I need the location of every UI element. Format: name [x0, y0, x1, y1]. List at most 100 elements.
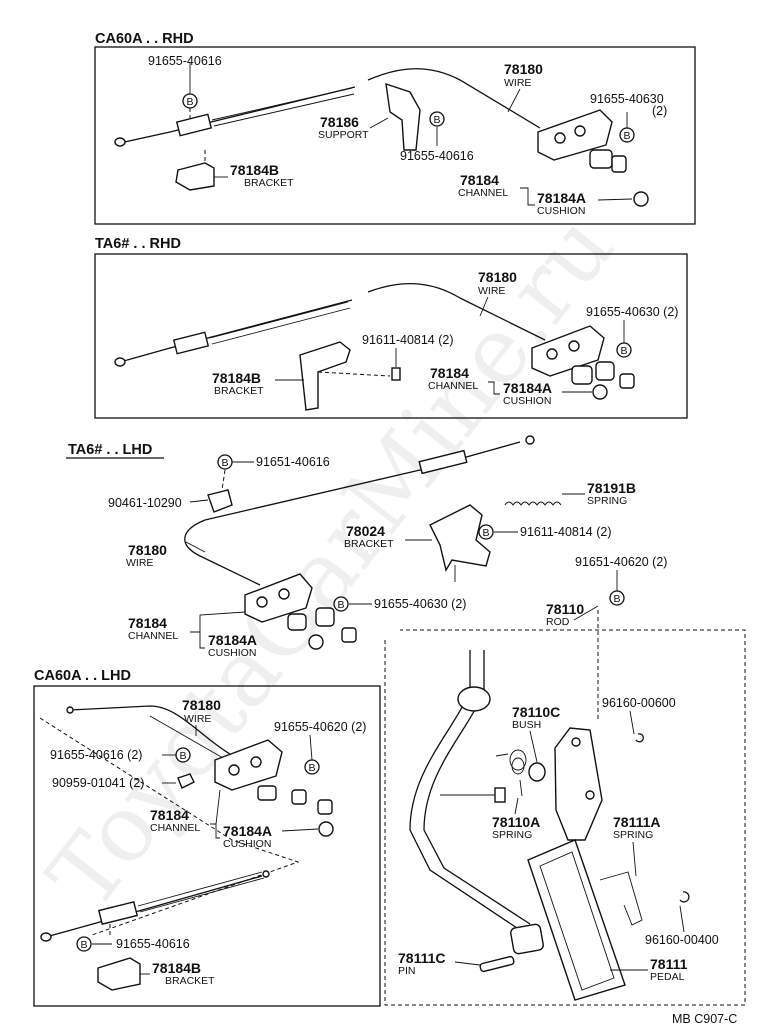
section-title-ca60a-rhd: CA60A . . RHD: [95, 31, 194, 47]
label-bracket: BRACKET: [214, 385, 264, 397]
label-78180: 78180: [504, 61, 543, 77]
bracket-78184b: [175, 162, 215, 191]
label-78184a: 78184A: [503, 380, 552, 396]
section-title-ta6-rhd: TA6# . . RHD: [95, 236, 181, 252]
channel-78184: [244, 573, 313, 623]
label-78024: 78024: [346, 523, 385, 539]
label-91655-40616: 91655-40616: [116, 937, 190, 951]
label-rod: ROD: [546, 616, 570, 628]
label-wire: WIRE: [126, 557, 153, 569]
channel-78184: [214, 739, 283, 791]
wire-cable-left: [119, 86, 356, 144]
bolt-marker: B: [483, 527, 490, 539]
bolt-marker: B: [614, 593, 621, 605]
wire-cable-lower: [45, 875, 263, 938]
section-frame: [94, 46, 696, 225]
wire-end-knob: [114, 137, 126, 147]
label-pedal: PEDAL: [650, 971, 685, 983]
label-wire: WIRE: [504, 77, 531, 89]
label-78184b: 78184B: [152, 960, 201, 976]
section-title-ca60a-lhd: CA60A . . LHD: [34, 668, 131, 684]
spring-78110a: [495, 749, 527, 797]
label-90959-01041: 90959-01041 (2): [52, 776, 144, 790]
wire-adjuster: [175, 113, 213, 137]
channel-78184: [537, 109, 613, 161]
label-78186: 78186: [320, 114, 359, 130]
section-ca60a-rhd: CA60A . . RHD B 91655-40616 78184B BRACK…: [94, 31, 696, 225]
clip-96160-00400: [679, 891, 690, 903]
bush-78110c: [528, 762, 546, 782]
label-channel: CHANNEL: [428, 380, 478, 392]
label-spring: SPRING: [587, 495, 627, 507]
label-cushion: CUSHION: [208, 647, 256, 659]
label-cushion: CUSHION: [537, 205, 585, 217]
label-91655-40630: 91655-40630 (2): [586, 305, 678, 319]
pedal-78111: [527, 839, 626, 1001]
wire-adjuster: [418, 449, 468, 475]
label-91611-40814: 91611-40814 (2): [520, 525, 612, 539]
bolt-marker: B: [309, 762, 316, 774]
label-78184: 78184: [128, 615, 167, 631]
label-91655-40616: 91655-40616: [148, 54, 222, 68]
label-78110a: 78110A: [492, 814, 540, 830]
label-78184b: 78184B: [230, 162, 279, 178]
label-96160-00400: 96160-00400: [645, 933, 719, 947]
label-78110c: 78110C: [512, 704, 560, 720]
bolt-marker: B: [187, 96, 194, 108]
label-wire: WIRE: [478, 285, 505, 297]
label-pin: PIN: [398, 965, 416, 977]
label-channel: CHANNEL: [150, 822, 200, 834]
label-91655-40630: 91655-40630 (2): [374, 597, 466, 611]
section-frame: [94, 253, 688, 419]
section-ca60a-lhd: CA60A . . LHD 78180 WIRE 91655-40620 (2)…: [33, 668, 381, 1007]
wire-cable-left: [119, 299, 353, 363]
pedal-bracket-plate: [554, 727, 603, 841]
bolt-marker: B: [180, 750, 187, 762]
bolt-marker: B: [434, 114, 441, 126]
label-cushion: CUSHION: [503, 395, 551, 407]
label-91655-40616-2: 91655-40616 (2): [50, 748, 142, 762]
label-90461-10290: 90461-10290: [108, 496, 182, 510]
label-cushion: CUSHION: [223, 838, 271, 850]
label-91651-40616: 91651-40616: [256, 455, 330, 469]
watermark-text: ToyotaCarMine.ru: [28, 195, 634, 929]
bracket-78024: [429, 504, 491, 572]
wire-cable-right: [367, 283, 546, 341]
label-78180: 78180: [182, 697, 221, 713]
label-78180: 78180: [128, 542, 167, 558]
label-bracket: BRACKET: [165, 975, 215, 987]
label-spring: SPRING: [492, 829, 532, 841]
cushion-78184a: [571, 365, 593, 385]
label-qty-2: (2): [652, 104, 667, 118]
clip-90959: [177, 773, 195, 789]
label-91651-40620: 91651-40620 (2): [575, 555, 667, 569]
pedal-assembly: 78110C BUSH 78110A SPRING 96160-00600 78…: [384, 610, 746, 1006]
section-frame: [33, 685, 381, 1007]
label-78191b: 78191B: [587, 480, 636, 496]
bolt-marker: B: [338, 599, 345, 611]
label-78184a: 78184A: [537, 190, 586, 206]
label-91655-40630: 91655-40630: [590, 92, 664, 106]
clip-90461: [207, 489, 233, 513]
label-78184: 78184: [460, 172, 499, 188]
cushion-78184a: [589, 149, 613, 169]
bracket-78184b: [97, 957, 141, 991]
bracket-78184b: [299, 341, 351, 411]
label-78184: 78184: [430, 365, 469, 381]
spring-78191b: [504, 501, 562, 506]
label-78184a: 78184A: [208, 632, 257, 648]
wire-adjuster: [97, 901, 139, 925]
footer-code: MB C907-C: [672, 1012, 737, 1026]
label-spring: SPRING: [613, 829, 653, 841]
bolt-marker: B: [81, 939, 88, 951]
wire-cable-right: [367, 68, 541, 129]
bolt-marker: B: [624, 130, 631, 142]
label-91655-40616-b: 91655-40616: [400, 149, 474, 163]
label-78110: 78110: [546, 601, 584, 617]
label-78184b: 78184B: [212, 370, 261, 386]
pin-78111c: [479, 955, 515, 973]
label-78111c: 78111C: [398, 950, 446, 966]
label-78184a: 78184A: [223, 823, 272, 839]
label-channel: CHANNEL: [128, 630, 178, 642]
clip-96160-00600: [635, 733, 644, 743]
